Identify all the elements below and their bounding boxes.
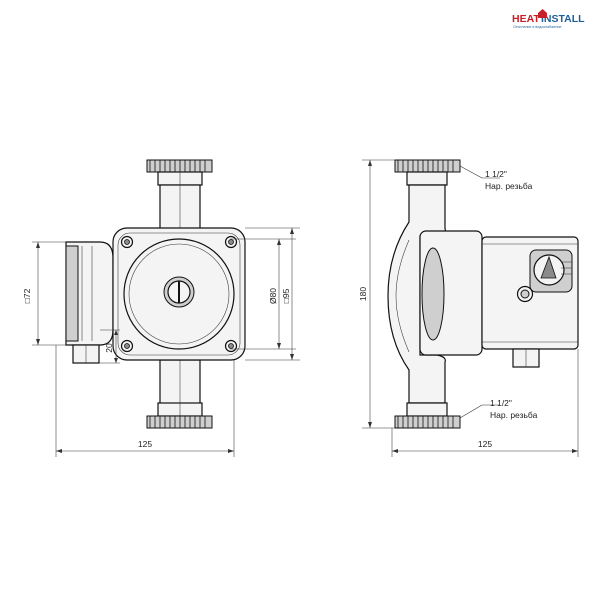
front-housing-bolt	[120, 339, 134, 353]
side-motor-window	[421, 247, 445, 341]
logo-install-text: INSTALL	[541, 13, 585, 25]
side-dim-height: 180	[358, 159, 395, 429]
side-thread-top-size: 1 1/2"	[485, 169, 507, 179]
side-top-thread-nut	[394, 159, 461, 173]
front-dim-offset: 20	[99, 329, 120, 364]
heat-install-logo: HEAT INSTALL Отопление и водоснабжение	[512, 9, 585, 29]
side-speed-switch-knob	[529, 249, 573, 293]
side-dim-width: 125	[391, 349, 579, 457]
front-dim-width-label: 125	[138, 439, 152, 449]
front-top-thread-nut	[146, 159, 213, 173]
front-dim-square-right-label: □95	[281, 288, 291, 303]
front-dim-width: 125	[55, 345, 235, 457]
side-top-pipe-collar	[406, 171, 448, 186]
front-terminal-box	[65, 241, 114, 364]
side-dim-width-label: 125	[478, 439, 492, 449]
house-icon	[538, 9, 547, 18]
front-dim-diameter: Ø80	[230, 238, 296, 350]
side-thread-callout-top: 1 1/2" Нар. резьба	[459, 165, 533, 191]
front-view: □72 Ø80 □95 20	[22, 159, 300, 457]
side-thread-bottom-size: 1 1/2"	[490, 398, 512, 408]
logo-tagline: Отопление и водоснабжение	[513, 25, 562, 29]
logo-heat-text: HEAT	[512, 13, 540, 25]
side-thread-callout-bottom: 1 1/2" Нар. резьба	[459, 398, 538, 420]
side-bottom-pipe-collar	[406, 402, 448, 417]
front-dim-square-left-label: □72	[22, 288, 32, 303]
side-thread-top-label: Нар. резьба	[485, 181, 533, 191]
side-view: 180 125 1 1/2" Нар. резьба 1 1/2" Нар. р…	[358, 159, 579, 457]
front-dim-square-right: □95	[245, 227, 300, 361]
side-bottom-thread-nut	[394, 415, 461, 429]
front-dim-diameter-label: Ø80	[268, 288, 278, 304]
front-housing-bolt	[224, 235, 238, 249]
front-housing-bolt	[120, 235, 134, 249]
side-thread-bottom-label: Нар. резьба	[490, 410, 538, 420]
front-bottom-thread-nut	[146, 415, 213, 429]
front-housing-bolt	[224, 339, 238, 353]
front-dim-square-left: □72	[22, 241, 66, 346]
front-dim-offset-label: 20	[104, 343, 114, 353]
side-dim-height-label: 180	[358, 287, 368, 301]
